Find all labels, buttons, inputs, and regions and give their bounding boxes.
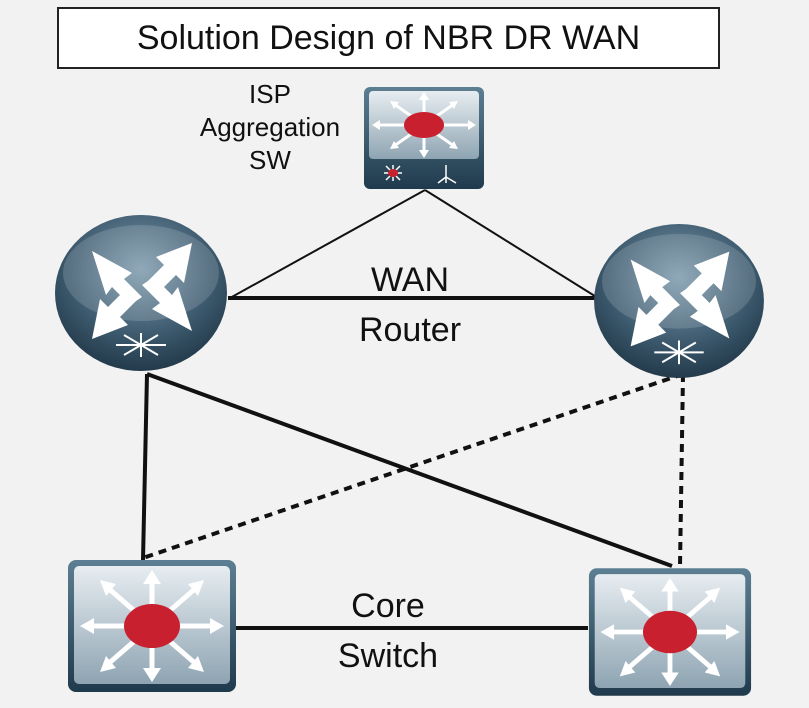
core-label-line: Core: [351, 587, 425, 625]
link-router-left-to-core-left: [141, 373, 149, 561]
isp-label-line: SW: [249, 145, 291, 175]
link-router-left-to-core-right: [146, 372, 673, 568]
isp-label-line: ISP: [249, 79, 291, 109]
router-icon: [92, 243, 192, 339]
link-isp-to-router-right: [424, 189, 599, 299]
core-label-line: Switch: [337, 637, 439, 675]
wan-router-right[interactable]: [592, 222, 767, 380]
core-switch-left[interactable]: [66, 558, 238, 694]
isp-aggregation-switch[interactable]: [362, 85, 486, 191]
diagram-title-box: Solution Design of NBR DR WAN: [57, 7, 720, 69]
router-icon: [630, 251, 730, 347]
wan-label-line: WAN: [370, 261, 450, 299]
core-switch-label: Core Switch: [318, 581, 458, 681]
link-router-right-to-core-right: [678, 373, 685, 567]
core-switch-right[interactable]: [587, 566, 753, 698]
link-isp-to-router-left: [229, 189, 426, 299]
isp-aggregation-label: ISP Aggregation SW: [180, 78, 360, 177]
diagram-title: Solution Design of NBR DR WAN: [136, 18, 641, 57]
link-router-right-to-core-left: [142, 372, 684, 560]
wan-router-left[interactable]: [54, 213, 229, 373]
layer3-switch-icon: [80, 570, 224, 682]
isp-label-line: Aggregation: [199, 112, 341, 142]
wan-router-label: WAN Router: [340, 255, 480, 355]
wan-label-line: Router: [358, 311, 462, 349]
